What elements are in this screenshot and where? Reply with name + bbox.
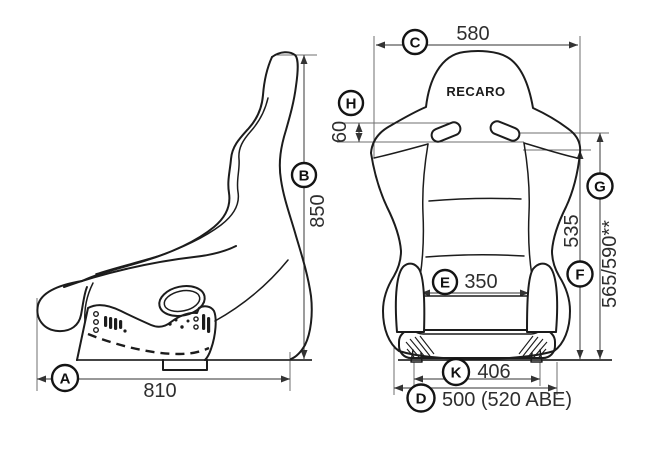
dimension-F-letter: F — [575, 267, 584, 284]
dimension-G-badge — [586, 172, 614, 200]
seat-side-view — [36, 51, 313, 371]
front-backrest-seam-upper — [428, 197, 522, 202]
dimension-B-lines — [277, 54, 317, 359]
dimension-H-letter: H — [346, 96, 357, 113]
dimension-H-badge — [337, 89, 365, 117]
dimension-E-value: 350 — [464, 271, 497, 293]
dimension-E-letter: E — [440, 275, 450, 292]
dimension-labels: A 810 B 850 C 580 H 60 G 565/590** F 535… — [50, 23, 621, 413]
front-backrest-seam-lower — [425, 253, 525, 258]
dimension-C-value: 580 — [456, 23, 489, 45]
dimension-C-badge — [401, 28, 429, 56]
dimension-K-value: 406 — [477, 361, 510, 383]
front-shoulder-crease-right — [523, 142, 578, 159]
side-seat-top-edge — [63, 245, 237, 288]
dimension-G-value: 565/590** — [599, 220, 621, 308]
front-thigh-bolster-left — [394, 262, 426, 333]
harness-hole-inner — [163, 289, 201, 313]
side-mount-bracket — [76, 304, 217, 361]
side-thigh-roll — [36, 280, 88, 333]
bracket-holes — [92, 311, 211, 334]
mount-hatch-right — [518, 335, 548, 358]
belt-slot-left — [430, 121, 462, 143]
dimension-G-letter: G — [594, 179, 606, 196]
front-outline — [370, 50, 582, 360]
front-cushion-lower-band — [398, 329, 556, 359]
dimension-F-badge — [566, 260, 594, 288]
front-shoulder-crease-left — [373, 143, 429, 159]
side-shell-lower-edge — [214, 259, 289, 322]
mount-hatch-left — [405, 335, 435, 358]
front-foot-right — [530, 349, 543, 363]
seat-front-view: RECARO — [370, 50, 612, 363]
recaro-logo: RECARO — [446, 84, 505, 99]
hidden-rail-line — [87, 332, 210, 356]
side-front-edge — [81, 56, 273, 282]
dimension-E-badge — [431, 268, 459, 296]
dimension-B-badge — [290, 161, 318, 189]
dimension-D-badge — [406, 383, 436, 413]
dimension-K-badge — [441, 357, 471, 387]
dimension-K-lines — [413, 362, 541, 386]
front-foot-left — [410, 349, 423, 363]
dimension-C-letter: C — [410, 35, 421, 52]
side-back-edge — [271, 51, 313, 360]
dimension-A-value: 810 — [143, 380, 176, 402]
dimension-B-value: 850 — [307, 194, 329, 227]
dimension-H-value: 60 — [329, 121, 351, 143]
side-cushion-seam — [95, 97, 269, 275]
dimension-D-letter: D — [416, 391, 427, 408]
dimension-K-letter: K — [451, 365, 462, 382]
base-plate — [162, 359, 208, 371]
dimension-D-value: 500 (520 ABE) — [442, 389, 572, 411]
dimension-A-badge — [50, 363, 80, 393]
dimension-A-letter: A — [60, 371, 71, 388]
belt-slot-right — [489, 120, 521, 142]
dimension-B-letter: B — [299, 168, 310, 185]
front-thigh-bolster-right — [526, 262, 559, 333]
dimension-F-value: 535 — [561, 214, 583, 247]
front-seat-cushion — [408, 295, 546, 335]
